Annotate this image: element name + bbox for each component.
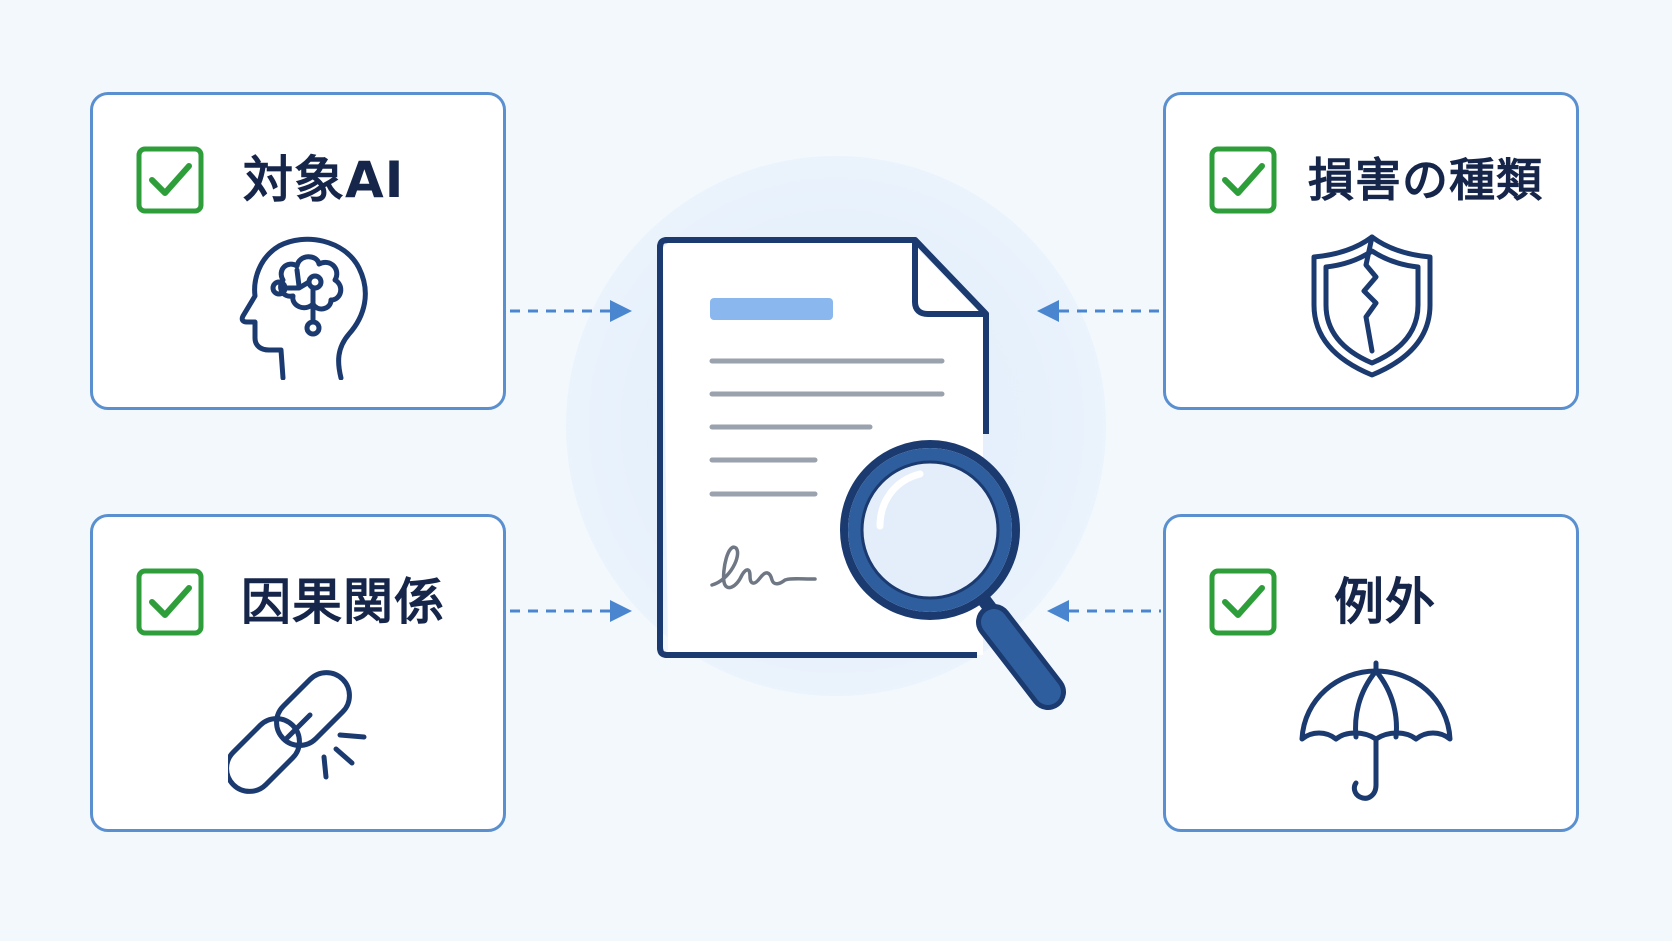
arrow-right-top bbox=[510, 300, 632, 322]
card-target-ai: 対象AI bbox=[90, 92, 506, 410]
arrow-left-top bbox=[1037, 300, 1161, 322]
checkbox-checked-icon bbox=[136, 146, 204, 214]
doc-title-bar bbox=[710, 298, 833, 320]
magnifier-icon bbox=[840, 440, 1066, 710]
card-label: 因果関係 bbox=[241, 573, 445, 631]
checkbox-checked-icon bbox=[1209, 146, 1277, 214]
broken-link-icon bbox=[228, 670, 367, 794]
card-exceptions: 例外 bbox=[1163, 514, 1579, 832]
card-label: 例外 bbox=[1334, 573, 1436, 631]
checkbox-checked-icon bbox=[136, 568, 204, 636]
card-damage-type: 損害の種類 bbox=[1163, 92, 1579, 410]
cracked-shield-icon bbox=[1311, 234, 1433, 378]
signature-icon bbox=[710, 545, 817, 590]
checkbox-checked-icon bbox=[1209, 568, 1277, 636]
card-label: 対象AI bbox=[243, 151, 405, 209]
ai-head-icon bbox=[239, 236, 368, 380]
arrow-right-bottom bbox=[510, 600, 632, 622]
arrow-left-bottom bbox=[1047, 600, 1161, 622]
umbrella-icon bbox=[1299, 660, 1453, 801]
contract-document-magnifier-icon bbox=[657, 237, 1066, 710]
card-causation: 因果関係 bbox=[90, 514, 506, 832]
card-label: 損害の種類 bbox=[1308, 153, 1543, 207]
